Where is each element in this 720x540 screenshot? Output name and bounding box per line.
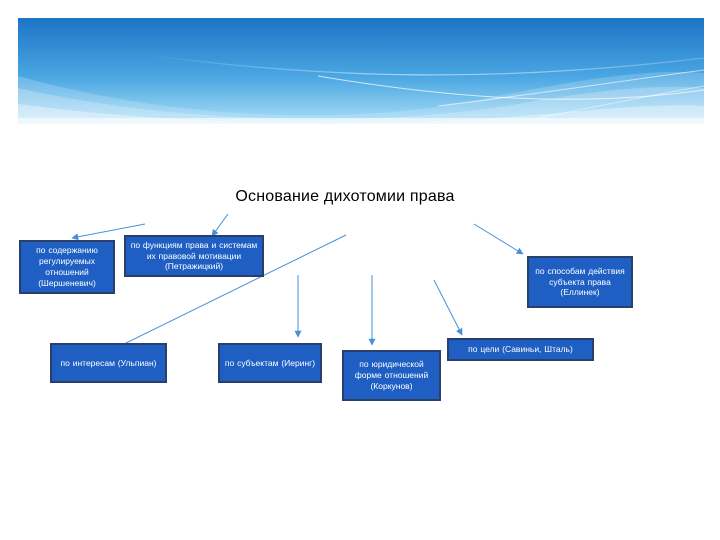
node-purpose-label: по цели (Савиньи, Шталь) — [468, 344, 573, 355]
node-legal-form: по юридической форме отношений (Коркунов… — [342, 350, 441, 401]
node-purpose: по цели (Савиньи, Шталь) — [447, 338, 594, 361]
arrow-to-purpose — [433, 279, 463, 336]
arrow-to-functions — [211, 213, 229, 237]
node-subjects: по субъектам (Иеринг) — [218, 343, 322, 383]
diagram-title: Основание дихотомии права — [0, 188, 720, 206]
arrow-to-content — [71, 223, 146, 241]
node-interests-label: по интересам (Ульпиан) — [60, 357, 157, 368]
node-content-label: по содержанию регулируемых отношений (Ше… — [36, 245, 98, 288]
diagram-title-text: Основание дихотомии права — [235, 188, 455, 205]
node-content: по содержанию регулируемых отношений (Ше… — [19, 240, 115, 294]
arrow-to-methods — [473, 223, 524, 255]
node-methods-label: по способам действия субъекта права (Елл… — [535, 265, 625, 298]
node-methods: по способам действия субъекта права (Елл… — [527, 256, 633, 308]
node-interests: по интересам (Ульпиан) — [50, 343, 167, 383]
decorative-wave-banner — [18, 18, 704, 124]
node-legal-form-label: по юридической форме отношений (Коркунов… — [354, 359, 429, 391]
node-functions-label: по функциям права и системам их правовой… — [130, 239, 258, 272]
arrow-to-interests — [125, 234, 347, 344]
node-functions: по функциям права и системам их правовой… — [124, 235, 264, 277]
node-subjects-label: по субъектам (Иеринг) — [224, 357, 316, 368]
